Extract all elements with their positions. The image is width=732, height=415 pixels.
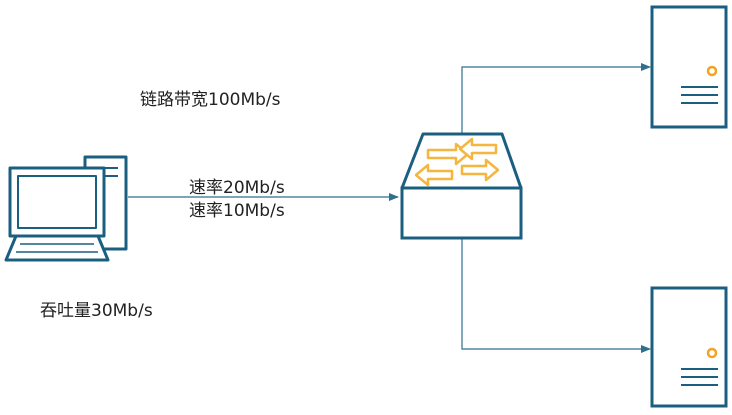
link-switch-to-server-bottom xyxy=(461,238,651,353)
server-tower-icon xyxy=(650,5,728,129)
server-bottom-case xyxy=(650,286,728,408)
switch-arrow-4 xyxy=(414,163,454,187)
switch-arrows xyxy=(414,137,500,187)
monitor-screen xyxy=(17,175,97,229)
switch-arrow-1 xyxy=(426,142,470,166)
bandwidth-label: 链路带宽100Mb/s xyxy=(140,90,281,110)
network-switch-icon xyxy=(400,132,523,240)
link-switch-to-server-top xyxy=(461,63,651,134)
server-top-indicator xyxy=(706,65,718,77)
desktop-computer-icon xyxy=(4,155,128,262)
rate-label-2: 速率10Mb/s xyxy=(189,201,285,221)
links xyxy=(128,63,651,353)
switch-arrow-2 xyxy=(458,137,498,161)
server-tower-icon xyxy=(650,286,728,408)
switch-arrow-3 xyxy=(460,158,500,182)
server-bottom-indicator xyxy=(706,347,718,359)
computer-keyboard xyxy=(4,234,110,262)
rate-label-1: 速率20Mb/s xyxy=(189,178,285,198)
switch-body xyxy=(400,186,523,240)
throughput-label: 吞吐量30Mb/s xyxy=(40,301,153,321)
